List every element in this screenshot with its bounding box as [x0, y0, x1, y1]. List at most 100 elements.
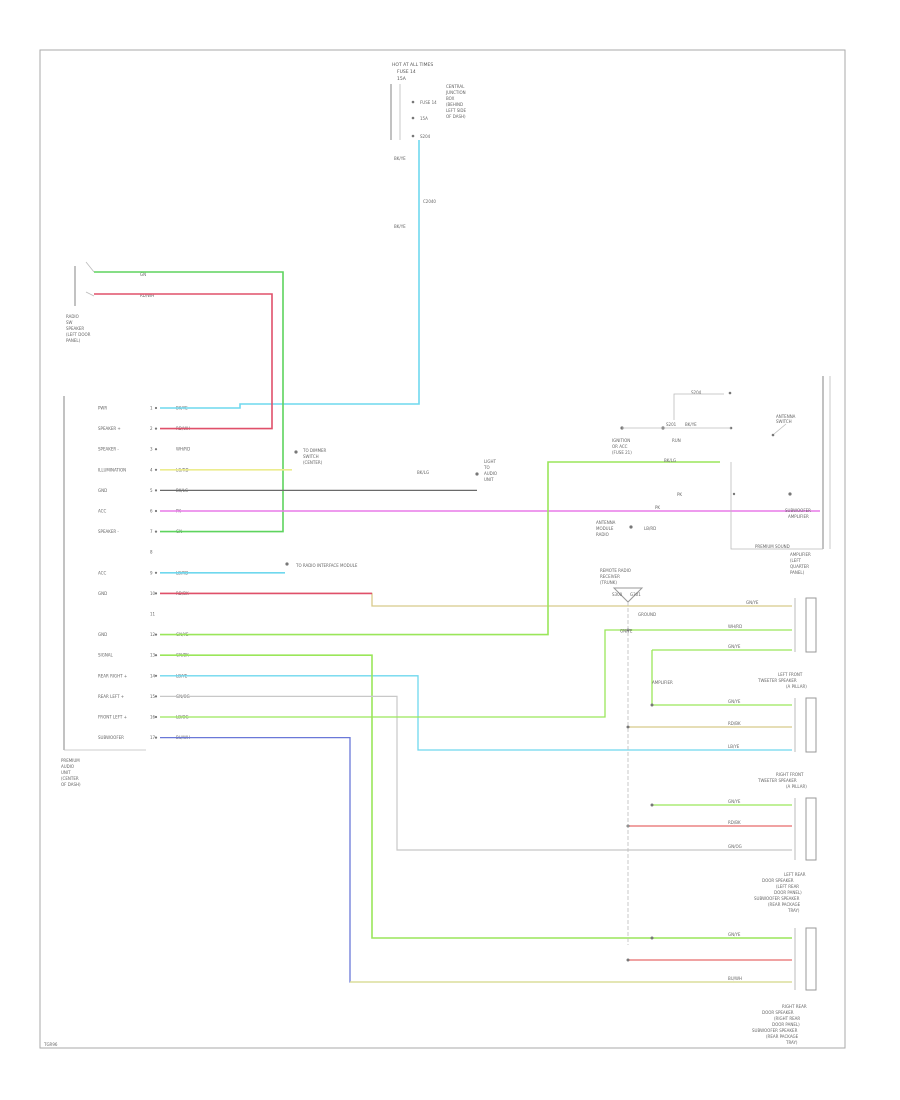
- antenna-switch-label-1: ANTENNA: [776, 414, 796, 419]
- rr-speaker-label-7: TRAY): [785, 1040, 798, 1045]
- left-door-speaker: RADIO SW SPEAKER (LEFT DOOR PANEL) GN RD…: [66, 261, 154, 343]
- ground-label: GROUND: [638, 612, 656, 617]
- fuse-node-3: [411, 134, 415, 138]
- right-wire-label-1: GN/YE: [746, 600, 759, 605]
- rr-speaker-label-2: DOOR SPEAKER: [762, 1010, 794, 1015]
- speaker-connector-1: [805, 597, 817, 653]
- acc-note-1: LIGHT: [484, 459, 497, 464]
- lr-speaker-label-6: (REAR PACKAGE: [768, 902, 801, 907]
- pin-dot-2: [154, 427, 158, 430]
- ignition-label-2: RUN: [672, 438, 681, 443]
- antenna-node: [629, 525, 633, 529]
- right-wire-label-3: GN/YE: [728, 644, 741, 649]
- antenna-switch-label-2: SWITCH: [776, 419, 792, 424]
- pin-dot-12: [154, 633, 158, 636]
- amp-node-left: [732, 492, 736, 496]
- remote-receiver: REMOTE RADIO RECEIVER (TRUNK) S300 G301 …: [600, 568, 656, 945]
- pin-label-10: GND: [98, 591, 107, 596]
- pin-number-10: 10: [150, 591, 156, 596]
- pin-dot-14: [154, 674, 158, 677]
- relay-branch: [673, 393, 724, 420]
- pin-number-6: 6: [150, 509, 153, 514]
- pin-label-12: GND: [98, 632, 107, 637]
- right-wire-label-11: BU/WH: [728, 976, 742, 981]
- lr-speaker-label-3: (LEFT REAR: [776, 884, 799, 889]
- acc-bus-label: PK: [677, 492, 682, 497]
- antenna-lead-label: LB/RD: [644, 526, 656, 531]
- ignition-label-4: (FUSE 21): [612, 450, 632, 455]
- illum-note-1: TO DIMMER: [302, 448, 327, 453]
- audio-unit-label-2: AUDIO: [61, 764, 74, 769]
- speaker-connector-3: [805, 797, 817, 861]
- pin-number-9: 9: [150, 570, 153, 575]
- splice-label: C2040: [423, 199, 436, 204]
- pin-dot-16: [154, 715, 158, 719]
- speaker-blocks: LEFT FRONT TWEETER SPEAKER (A PILLAR) RI…: [652, 597, 817, 1045]
- wire-amp-lime: [160, 461, 720, 636]
- amp-label-5: PANEL): [790, 570, 805, 575]
- splice-dot-5: [650, 703, 654, 707]
- amp-label-2: AMPLIFIER: [790, 552, 811, 557]
- speaker-label-1: RADIO: [66, 314, 79, 319]
- cjb-label-5: LEFT SIDE: [446, 108, 467, 113]
- wire-door-red: [94, 293, 273, 430]
- pin-label-4: ILLUMINATION: [98, 467, 126, 472]
- illum-connector-dot: [294, 450, 298, 454]
- speaker-label-2: SW: [66, 320, 73, 325]
- fuse-node-1: [411, 100, 415, 104]
- rf-speaker-label-3: (A PILLAR): [786, 784, 807, 789]
- pin-label-9: ACC: [98, 570, 106, 575]
- acc-connector-dot: [475, 472, 479, 476]
- amp-node: [788, 492, 792, 496]
- illum-note-2: SWITCH: [303, 454, 319, 459]
- pin-dot-4: [154, 468, 158, 471]
- speaker-terminal-bottom: [85, 291, 95, 297]
- door-wire-label-top: GN: [140, 272, 146, 277]
- amp-label-1: PREMIUM SOUND: [755, 544, 790, 549]
- subwoofer-amp-note: AMPLIFIER: [652, 680, 673, 685]
- right-wire-label-2: WH/RD: [728, 624, 742, 629]
- acc-note-3: AUDIO: [484, 471, 497, 476]
- pin-number-12: 12: [150, 632, 156, 637]
- hot-wire-label-upper: BK/YE: [394, 156, 406, 161]
- pin-dot-10: [154, 592, 158, 595]
- pin-number-1: 1: [150, 406, 153, 411]
- receiver-label-3: (TRUNK): [600, 580, 617, 585]
- diagram-id: TGR96: [43, 1042, 58, 1047]
- wire-speaker-lime-low: [160, 654, 792, 939]
- receiver-label-2: RECEIVER: [600, 574, 620, 579]
- lr-speaker-label-5: SUBWOOFER SPEAKER: [754, 896, 800, 901]
- rf-speaker-label-2: TWEETER SPEAKER: [757, 778, 797, 783]
- antenna-note: TO RADIO INTERFACE MODULE: [295, 563, 358, 568]
- amp-power-label: BK/YE: [685, 422, 697, 427]
- wire-power-cyan: [160, 140, 420, 409]
- audio-unit-label-3: UNIT: [61, 770, 71, 775]
- rr-speaker-label-1: RIGHT REAR: [782, 1004, 807, 1009]
- lr-speaker-label-1: LEFT REAR: [784, 872, 806, 877]
- pin-label-6: ACC: [98, 509, 106, 514]
- acc-note-2: TO: [483, 465, 490, 470]
- receiver-label-1: REMOTE RADIO: [600, 568, 631, 573]
- right-wire-label-5: RD/BK: [728, 721, 741, 726]
- pin-label-3: SPEAKER -: [98, 447, 119, 452]
- pin-number-16: 16: [150, 715, 156, 720]
- fuse-rating-2: 15A: [420, 116, 428, 121]
- pin-number-13: 13: [150, 653, 156, 658]
- pin-dot-13: [154, 654, 158, 657]
- pin-label-2: SPEAKER +: [98, 426, 121, 431]
- right-wire-label-4: GN/YE: [728, 699, 741, 704]
- pin-dot-17: [154, 736, 158, 739]
- fuse-node-2: [411, 116, 415, 120]
- right-wire-label-10: GN/YE: [728, 932, 741, 937]
- lr-speaker-label-4: DOOR PANEL): [774, 890, 802, 895]
- splice-dot-4: [626, 958, 630, 962]
- pin-dot-6: [154, 509, 158, 513]
- fuse-rating-1: FUSE 14: [420, 100, 437, 105]
- pin-dot-9: [154, 571, 158, 574]
- speaker-connector-4: [805, 927, 817, 991]
- audio-unit-label-1: PREMIUM: [61, 758, 80, 763]
- hot-at-all-times-source: HOT AT ALL TIMES FUSE 14 15A CENTRAL JUN…: [390, 62, 467, 229]
- speaker-label-4: (LEFT DOOR: [66, 332, 91, 337]
- cjb-label-3: BOX: [446, 96, 455, 101]
- wire-door-green: [94, 271, 284, 533]
